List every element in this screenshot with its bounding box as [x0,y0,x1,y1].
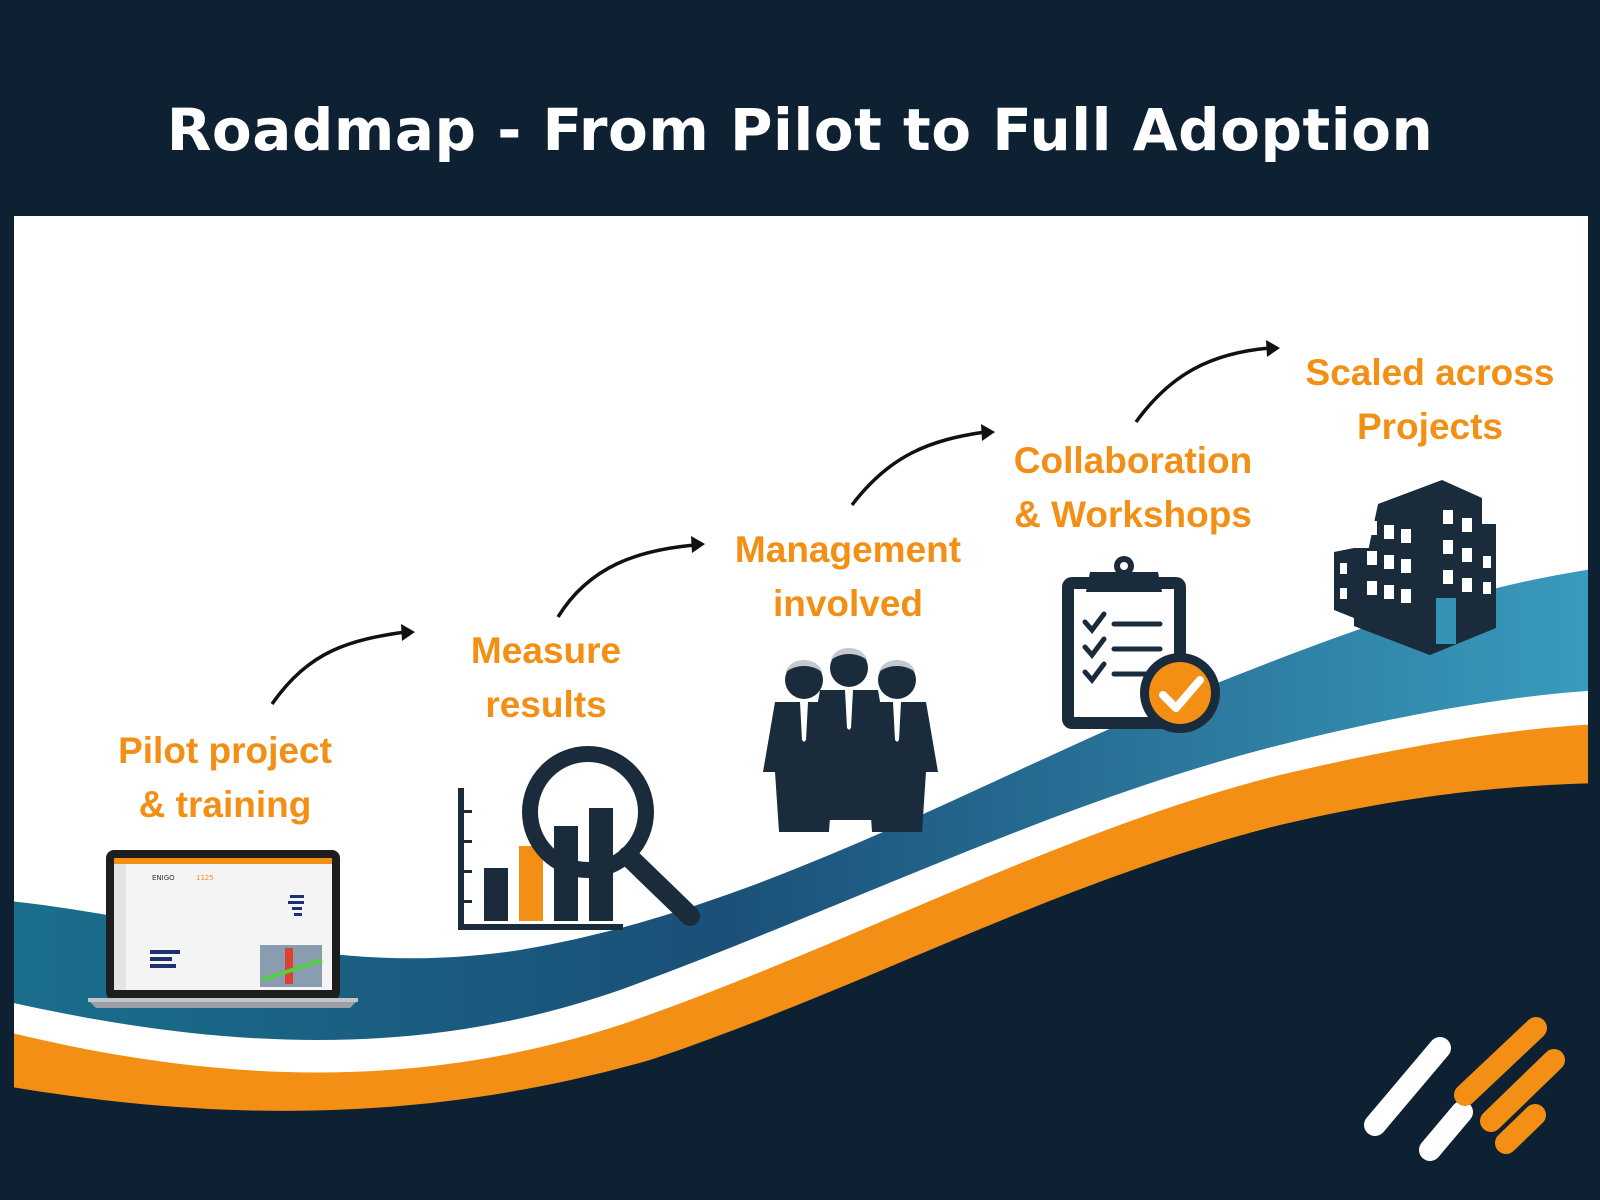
step-5-line2: Projects [1356,406,1503,447]
step-5-line1: Scaled across [1305,352,1555,393]
stripes-logo-icon [1364,1017,1565,1161]
arrow-3-icon [850,430,986,507]
step-3-line1: Management [734,529,962,570]
step-4-label: Collaboration & Workshops [968,434,1298,542]
laptop-dashboard-icon: ENIGO 1125 [88,850,358,1008]
magnifier-bar-chart-icon [458,746,700,930]
step-3-label: Management involved [683,523,1013,631]
step-4-line1: Collaboration [1013,440,1253,481]
step-1-line1: Pilot project [118,730,332,771]
laptop-screen-metric: 1125 [196,874,214,882]
business-people-icon [763,648,938,832]
step-1-line2: & training [138,784,312,825]
step-2-line2: results [485,684,607,725]
step-3-line2: involved [772,583,924,624]
arrow-1-icon [270,630,406,706]
arrow-4-icon [1134,346,1271,424]
page-title: Roadmap - From Pilot to Full Adoption [166,96,1434,164]
step-2-label: Measure results [381,624,711,732]
step-4-line2: & Workshops [1014,494,1252,535]
step-1-label: Pilot project & training [60,724,390,832]
clipboard-checklist-icon [1062,556,1220,733]
step-5-label: Scaled across Projects [1265,346,1595,454]
wave-dark-base [14,783,1588,1200]
progress-arrows [270,346,1271,706]
arrow-2-icon [556,543,696,618]
laptop-screen-logo: ENIGO [152,874,175,882]
step-2-line1: Measure [470,630,622,671]
office-building-icon [1334,480,1496,655]
